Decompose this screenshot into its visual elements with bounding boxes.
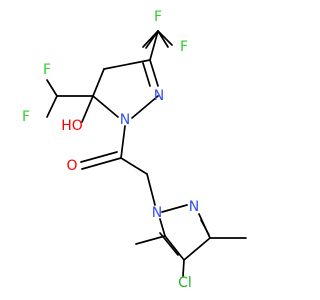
atom-n-ring2-b: N: [189, 199, 199, 215]
atom-n-ring1-a: N: [154, 88, 164, 104]
atom-hydroxyl: HO: [61, 118, 83, 134]
bond-lines: [46, 30, 247, 277]
atom-chlorine: Cl: [178, 275, 192, 291]
atom-n-ring2-a: N: [152, 205, 162, 221]
atom-f1: F: [154, 9, 162, 25]
atom-o-carbonyl: O: [66, 158, 77, 174]
atom-labels: F F F F HO N N O N N Cl: [22, 9, 199, 291]
atom-f2: F: [180, 39, 188, 55]
atom-n-ring1-b: N: [120, 112, 130, 128]
atom-f4: F: [22, 109, 30, 125]
atom-f3: F: [43, 62, 51, 78]
molecule-structure: F F F F HO N N O N N Cl: [22, 9, 247, 291]
